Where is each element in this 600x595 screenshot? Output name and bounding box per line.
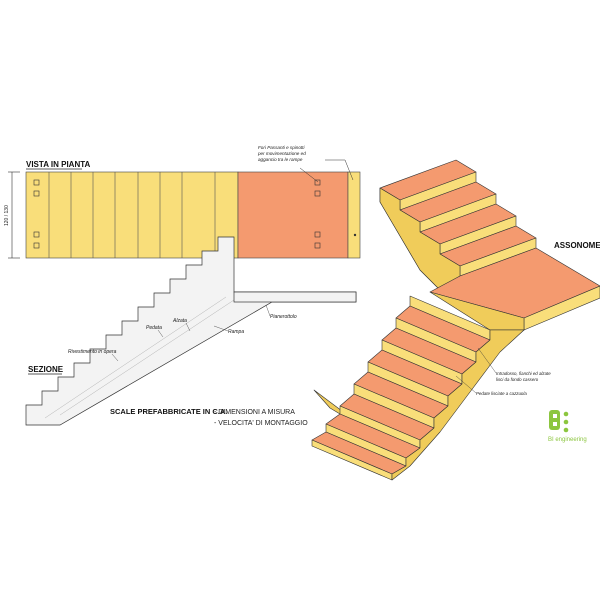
plan-view-title: VISTA IN PIANTA	[26, 160, 91, 169]
logo-mark	[549, 410, 560, 430]
heading-line-2: - VELOCITA' DI MONTAGGIO	[214, 420, 308, 427]
axon-note-2: Pedate lisciate a cazzuola	[476, 391, 527, 396]
axon-note-line-1: Intradosso, fianchi ed alzate	[496, 371, 551, 376]
axon-note-line-2: lisci da fondo cassero	[496, 377, 539, 382]
plan-note-line-2: per movimentazione ed	[257, 151, 306, 156]
plan-marker	[353, 233, 357, 237]
label-alzata: Alzata	[172, 318, 187, 324]
drawing-heading: SCALE PREFABBRICATE IN C.A. - DIMENSIONI…	[110, 407, 308, 427]
heading-line-1: - DIMENSIONI A MISURA	[214, 409, 295, 416]
plan-holes	[33, 179, 321, 249]
plan-dimension: 120 / 130	[4, 171, 20, 259]
plan-landing	[237, 171, 349, 259]
bi-engineering-logo: BI engineering	[548, 410, 587, 443]
plan-note-line-3: aggancio tra le rampe	[258, 157, 303, 162]
heading-title: SCALE PREFABBRICATE IN C.A.	[110, 407, 227, 416]
leader-rivestimento	[111, 353, 119, 362]
plan-flight	[25, 171, 239, 259]
lower-flight-steps	[311, 295, 491, 481]
label-pedata: Pedata	[146, 325, 162, 331]
section-hatch	[44, 296, 235, 419]
lower-flight-right-side	[391, 329, 525, 481]
axonometric-view: ASSONOMETRIA	[311, 159, 600, 481]
axon-notes: Intradosso, fianchi ed alzate lisci da f…	[476, 371, 551, 396]
plan-tread-lines	[48, 172, 216, 258]
section-title: SEZIONE	[28, 365, 64, 374]
plan-note-line-1: Fori Passanti e spinotti	[258, 145, 305, 150]
plan-dimension-label: 120 / 130	[4, 205, 10, 226]
axonometric-title: ASSONOMETRIA	[554, 241, 600, 250]
axon-leaders	[455, 347, 497, 394]
plan-landing-edge	[347, 171, 361, 259]
plan-view: VISTA IN PIANTA 120 / 130	[4, 145, 361, 259]
plan-note-leaders	[299, 159, 354, 183]
section-view: SEZIONE Alzata Pedata Rampa Pianerottolo…	[25, 236, 357, 426]
leader-pianerottolo	[265, 304, 271, 317]
leader-rampa	[213, 325, 229, 332]
logo-text: BI engineering	[548, 437, 587, 443]
label-rampa: Rampa	[228, 329, 244, 335]
upper-flight-steps	[379, 159, 537, 291]
section-profile	[25, 236, 357, 426]
leader-alzata	[185, 322, 191, 332]
leader-pedata	[157, 329, 164, 338]
section-landing	[233, 291, 357, 303]
label-rivestimento: Rivestimento in opera	[68, 349, 117, 355]
label-pianerottolo: Pianerottolo	[270, 314, 297, 320]
